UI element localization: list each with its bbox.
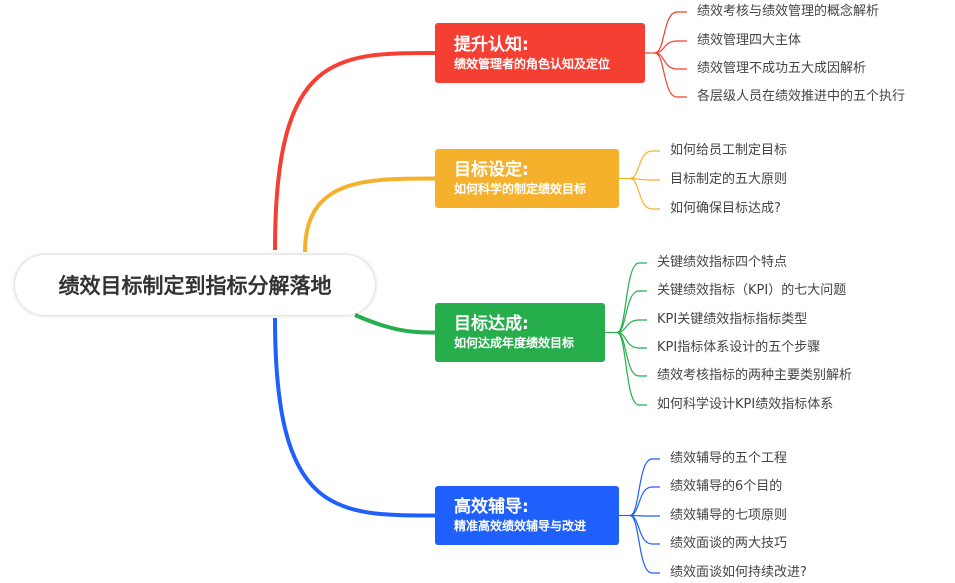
topic-cognition[interactable]: 提升认知:绩效管理者的角色认知及定位 bbox=[435, 23, 645, 83]
root-node[interactable]: 绩效目标制定到指标分解落地 bbox=[15, 255, 375, 315]
topic-goal-setting[interactable]: 目标设定: 如何科学的制定绩效目标 bbox=[435, 149, 619, 208]
leaf-connector bbox=[629, 177, 660, 210]
leaf-connector bbox=[654, 52, 687, 70]
root-label: 绩效目标制定到指标分解落地 bbox=[58, 274, 332, 298]
leaf-connector bbox=[616, 331, 647, 406]
branch-connector bbox=[303, 176, 436, 253]
branch-connector bbox=[273, 317, 436, 518]
branch-connector bbox=[273, 51, 436, 251]
subtopic-item[interactable]: 绩效考核与绩效管理的概念解析 bbox=[697, 4, 880, 19]
leaf-connector bbox=[616, 262, 647, 334]
topic-subtitle: 如何达成年度绩效目标 bbox=[454, 336, 575, 350]
topic-coaching[interactable]: 高效辅导: 精准高效绩效辅导与改进 bbox=[435, 486, 619, 545]
topic-title: 目标达成: bbox=[454, 314, 529, 334]
subtopic-item[interactable]: 绩效辅导的6个目的 bbox=[670, 479, 783, 494]
leaf-connector bbox=[629, 486, 660, 517]
leaf-connector bbox=[629, 514, 660, 574]
topic-title: 目标设定: bbox=[454, 160, 529, 180]
subtopic-item[interactable]: 各层级人员在绩效推进中的五个执行 bbox=[697, 89, 906, 104]
subtopic-item[interactable]: KPI关键绩效指标指标类型 bbox=[657, 312, 808, 327]
subtopic-item[interactable]: 绩效辅导的七项原则 bbox=[670, 508, 788, 523]
subtopic-item[interactable]: 如何科学设计KPI绩效指标体系 bbox=[657, 397, 834, 412]
subtopic-item[interactable]: 绩效考核指标的两种主要类别解析 bbox=[657, 368, 853, 383]
branch-connector bbox=[354, 313, 436, 335]
leaf-connector bbox=[629, 514, 660, 517]
leaf-connector bbox=[654, 52, 687, 98]
leaf-connector bbox=[616, 290, 647, 334]
leaf-connector bbox=[616, 319, 647, 334]
subtopic-item[interactable]: 如何确保目标达成? bbox=[670, 201, 781, 216]
subtopic-item[interactable]: 绩效管理不成功五大成因解析 bbox=[697, 61, 867, 76]
topic-title: 提升认知: bbox=[454, 34, 529, 55]
leaf-connector bbox=[654, 11, 687, 54]
subtopic-item[interactable]: 关键绩效指标（KPI）的七大问题 bbox=[657, 283, 847, 298]
leaf-connector bbox=[654, 40, 687, 54]
subtopic-item[interactable]: 目标制定的五大原则 bbox=[670, 172, 788, 187]
subtopic-item[interactable]: 如何给员工制定目标 bbox=[670, 143, 788, 158]
topic-subtitle: 如何科学的制定绩效目标 bbox=[454, 182, 587, 196]
topic-title: 高效辅导: bbox=[454, 497, 529, 517]
topic-subtitle: 绩效管理者的角色认知及定位 bbox=[454, 56, 611, 71]
leaf-connector bbox=[629, 177, 660, 181]
subtopic-item[interactable]: 绩效辅导的五个工程 bbox=[670, 451, 788, 466]
subtopic-item[interactable]: 绩效管理四大主体 bbox=[697, 33, 802, 48]
leaf-connector bbox=[629, 150, 660, 180]
subtopic-item[interactable]: 关键绩效指标四个特点 bbox=[657, 255, 788, 270]
topic-subtitle: 精准高效绩效辅导与改进 bbox=[454, 519, 587, 533]
leaf-connector bbox=[629, 458, 660, 517]
subtopic-item[interactable]: KPI指标体系设计的五个步骤 bbox=[657, 340, 821, 355]
topic-goal-achieve[interactable]: 目标达成: 如何达成年度绩效目标 bbox=[435, 303, 605, 362]
subtopic-item[interactable]: 绩效面谈如何持续改进? bbox=[670, 565, 807, 580]
subtopic-item[interactable]: 绩效面谈的两大技巧 bbox=[670, 536, 788, 551]
